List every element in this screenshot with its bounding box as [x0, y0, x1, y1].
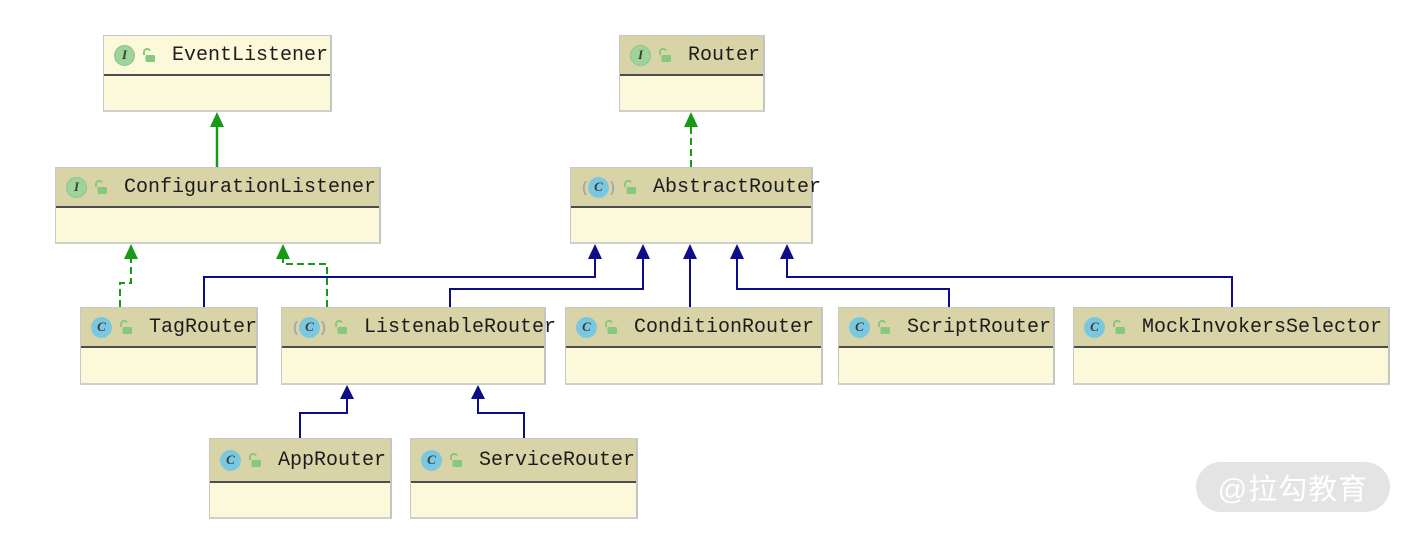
class-node-condition-router[interactable]: C ConditionRouter: [565, 307, 823, 385]
edge-tagrouter-extends-abstractrouter: [203, 244, 602, 307]
interface-icon: I: [114, 44, 135, 66]
members-section: [56, 208, 379, 242]
class-icon: C: [576, 316, 597, 338]
unlocked-icon: [141, 47, 157, 63]
class-icon: C: [91, 316, 112, 338]
class-node-script-router[interactable]: C ScriptRouter: [838, 307, 1055, 385]
interface-icon: I: [66, 176, 87, 198]
class-node-configuration-listener[interactable]: I ConfigurationListener: [55, 167, 381, 244]
node-header: C TagRouter: [81, 308, 258, 348]
unlocked-icon: [448, 452, 464, 468]
class-name: TagRouter: [149, 315, 258, 339]
members-section: [620, 76, 763, 110]
class-node-router[interactable]: I Router: [619, 35, 765, 112]
class-node-mock-invokers-selector[interactable]: C MockInvokersSelector: [1073, 307, 1390, 385]
unlocked-icon: [93, 179, 109, 195]
unlocked-icon: [333, 319, 349, 335]
class-node-tag-router[interactable]: C TagRouter: [80, 307, 258, 385]
unlocked-icon: [876, 319, 892, 335]
members-section: [839, 348, 1053, 382]
class-name: ServiceRouter: [479, 448, 636, 472]
class-name: ScriptRouter: [907, 315, 1052, 339]
unlocked-icon: [657, 47, 673, 63]
edge-mockinvokersselector-extends-abstractrouter: [780, 244, 1233, 307]
unlocked-icon: [622, 179, 638, 195]
node-header: I EventListener: [104, 36, 330, 76]
class-name: ListenableRouter: [364, 315, 557, 339]
members-section: [411, 483, 636, 517]
class-name: EventListener: [172, 43, 329, 67]
node-header: (C) AbstractRouter: [571, 168, 821, 208]
edge-listenablerouter-implements-configurationlistener: [276, 244, 328, 307]
node-header: I Router: [620, 36, 763, 76]
class-name: ConditionRouter: [634, 315, 815, 339]
members-section: [566, 348, 821, 382]
members-section: [210, 483, 390, 517]
node-header: C ScriptRouter: [839, 308, 1053, 348]
unlocked-icon: [247, 452, 263, 468]
class-node-app-router[interactable]: C AppRouter: [209, 438, 392, 519]
edge-scriptrouter-extends-abstractrouter: [730, 244, 950, 307]
class-name: Router: [688, 43, 761, 67]
class-node-event-listener[interactable]: I EventListener: [103, 35, 332, 112]
members-section: [571, 208, 811, 242]
edge-servicerouter-extends-listenablerouter: [471, 385, 525, 438]
class-node-abstract-router[interactable]: (C) AbstractRouter: [570, 167, 821, 244]
interface-icon: I: [630, 44, 651, 66]
node-header: I ConfigurationListener: [56, 168, 379, 208]
members-section: [104, 76, 330, 110]
class-icon: C: [220, 449, 241, 471]
members-section: [282, 348, 544, 382]
abstract-class-icon: (C): [582, 176, 615, 198]
edge-configurationlistener-extends-eventlistener: [210, 112, 224, 167]
members-section: [1074, 348, 1388, 382]
node-header: C ConditionRouter: [566, 308, 821, 348]
edge-conditionrouter-extends-abstractrouter: [683, 244, 697, 307]
edge-approuter-extends-listenablerouter: [299, 385, 354, 438]
class-icon: C: [849, 316, 870, 338]
watermark-badge: @拉勾教育: [1196, 462, 1390, 512]
class-name: ConfigurationListener: [124, 175, 377, 199]
node-header: C MockInvokersSelector: [1074, 308, 1388, 348]
node-header: C ServiceRouter: [411, 439, 636, 483]
edge-listenablerouter-extends-abstractrouter: [449, 244, 650, 307]
class-icon: C: [1084, 316, 1105, 338]
unlocked-icon: [1111, 319, 1127, 335]
members-section: [81, 348, 256, 382]
unlocked-icon: [603, 319, 619, 335]
abstract-class-icon: (C): [293, 316, 326, 338]
edge-abstractrouter-implements-router: [684, 112, 698, 167]
node-header: (C) ListenableRouter: [282, 308, 556, 348]
edge-tagrouter-implements-configurationlistener: [119, 244, 138, 307]
class-name: AppRouter: [278, 448, 387, 472]
class-node-listenable-router[interactable]: (C) ListenableRouter: [281, 307, 556, 385]
class-name: AbstractRouter: [653, 175, 822, 199]
node-header: C AppRouter: [210, 439, 390, 483]
class-name: MockInvokersSelector: [1142, 315, 1383, 339]
class-icon: C: [421, 449, 442, 471]
class-node-service-router[interactable]: C ServiceRouter: [410, 438, 638, 519]
unlocked-icon: [118, 319, 134, 335]
